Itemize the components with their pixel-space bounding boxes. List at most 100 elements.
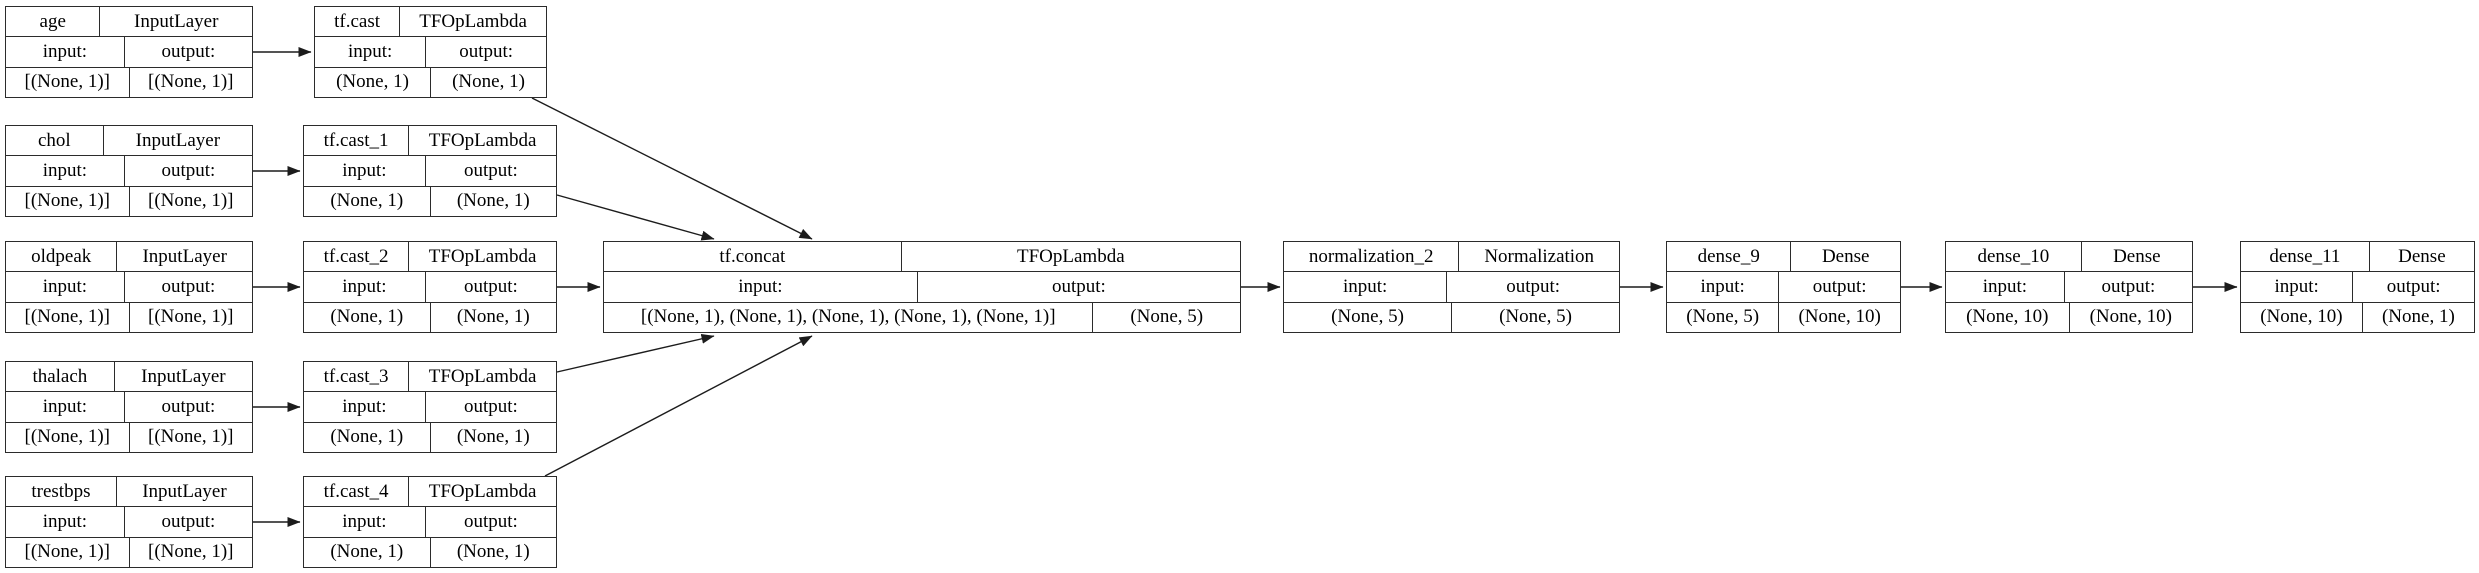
node-shape-row: [(None, 1)] [(None, 1)] [6,536,253,567]
node-shape-row: [(None, 1)] [(None, 1)] [6,66,253,97]
node-header-row: dense_9 Dense [1667,242,1900,272]
layer-name: oldpeak [31,245,92,267]
output-shape: (None, 1) [430,67,546,97]
layer-name: age [39,10,66,32]
layer-name: dense_11 [2269,245,2341,267]
node-shape-row: (None, 5) (None, 10) [1667,301,1900,332]
node-dense-11: dense_11 Dense input: output: (None, 10)… [2240,241,2475,333]
node-io-label-row: input: output: [304,155,556,186]
node-shape-row: [(None, 1), (None, 1), (None, 1), (None,… [604,301,1240,332]
layer-class: TFOpLambda [408,242,556,272]
input-label: input: [347,40,393,62]
layer-name: tf.cast_1 [323,129,389,151]
node-shape-row: (None, 1) (None, 1) [304,301,556,332]
node-shape-row: [(None, 1)] [(None, 1)] [6,421,253,452]
input-label: input: [42,159,88,181]
output-label: output: [123,156,252,186]
layer-class: InputLayer [113,362,252,392]
input-label: input: [42,40,88,62]
input-shape: (None, 5) [1331,306,1404,328]
output-label: output: [123,37,252,67]
edge-tf-cast-4-to-tf-concat [544,335,813,477]
input-label: input: [42,510,88,532]
input-label: input: [1982,275,2028,297]
input-shape: (None, 1) [330,541,404,563]
node-io-label-row: input: output: [6,155,252,186]
layer-name: thalach [32,365,88,387]
node-header-row: oldpeak InputLayer [6,242,252,272]
input-shape: [(None, 1)] [24,190,110,212]
input-shape: [(None, 1)] [24,71,110,93]
output-label: output: [424,156,556,186]
layer-class: Dense [2080,242,2192,272]
node-header-row: tf.concat TFOpLambda [604,242,1240,272]
node-tf-cast-3: tf.cast_3 TFOpLambda input: output: (Non… [303,361,557,453]
layer-name: dense_10 [1977,245,2050,267]
layer-class: Dense [1790,242,1900,272]
node-shape-row: (None, 1) (None, 1) [304,421,557,452]
node-dense-10: dense_10 Dense input: output: (None, 10)… [1945,241,2193,333]
node-header-row: tf.cast_4 TFOpLambda [304,477,556,507]
input-shape: (None, 1) [330,306,404,328]
layer-name: dense_9 [1697,245,1760,267]
node-header-row: tf.cast_1 TFOpLambda [304,126,556,156]
output-label: output: [123,392,252,422]
input-shape: [(None, 1)] [24,426,110,448]
node-shape-row: (None, 1) (None, 1) [304,536,557,567]
node-io-label-row: input: output: [1946,271,2192,302]
input-shape: (None, 10) [1966,306,2049,328]
input-shape: [(None, 1), (None, 1), (None, 1), (None,… [640,306,1056,328]
output-shape: (None, 10) [2068,302,2193,332]
output-shape: [(None, 1)] [128,422,253,452]
node-tf-cast-1: tf.cast_1 TFOpLambda input: output: (Non… [303,125,557,217]
node-shape-row: (None, 5) (None, 5) [1284,301,1619,332]
node-oldpeak: oldpeak InputLayer input: output: [(None… [5,241,253,333]
input-shape: (None, 1) [336,71,409,93]
node-header-row: normalization_2 Normalization [1284,242,1619,272]
node-header-row: tf.cast TFOpLambda [315,7,546,37]
layer-class: InputLayer [102,126,252,156]
node-header-row: tf.cast_2 TFOpLambda [304,242,556,272]
output-label: output: [2352,272,2474,302]
output-shape: (None, 1) [429,422,557,452]
output-label: output: [425,37,546,67]
output-shape: (None, 10) [1778,302,1900,332]
node-header-row: trestbps InputLayer [6,477,252,507]
node-tf-cast-2: tf.cast_2 TFOpLambda input: output: (Non… [303,241,557,333]
node-tf-cast-4: tf.cast_4 TFOpLambda input: output: (Non… [303,476,557,568]
output-shape: (None, 1) [429,537,557,567]
node-normalization-2: normalization_2 Normalization input: out… [1283,241,1620,333]
layer-class: Normalization [1458,242,1619,272]
output-label: output: [424,507,556,537]
node-io-label-row: input: output: [1284,271,1619,302]
input-shape: [(None, 1)] [24,306,110,328]
node-header-row: dense_10 Dense [1946,242,2192,272]
node-tf-concat: tf.concat TFOpLambda input: output: [(No… [603,241,1241,333]
layer-class: Dense [2368,242,2474,272]
node-io-label-row: input: output: [6,391,252,422]
edge-tf-cast-3-to-tf-concat [556,333,715,373]
node-header-row: age InputLayer [6,7,252,37]
output-shape: [(None, 1)] [128,67,253,97]
node-io-label-row: input: output: [1667,271,1900,302]
node-io-label-row: input: output: [6,506,252,537]
edge-tf-cast-to-tf-concat [531,97,813,240]
layer-name: trestbps [31,480,91,502]
output-label: output: [123,272,252,302]
output-label: output: [916,272,1240,302]
node-trestbps: trestbps InputLayer input: output: [(Non… [5,476,253,568]
layer-name: tf.cast_4 [323,480,389,502]
input-label: input: [342,275,387,297]
node-header-row: dense_11 Dense [2241,242,2474,272]
layer-class: TFOpLambda [900,242,1240,272]
layer-name: normalization_2 [1308,245,1434,267]
output-shape: [(None, 1)] [128,537,253,567]
input-label: input: [342,510,387,532]
output-shape: [(None, 1)] [128,302,253,332]
output-shape: (None, 5) [1451,302,1619,332]
node-io-label-row: input: output: [6,36,252,67]
layer-name: tf.cast_2 [323,245,389,267]
output-label: output: [1446,272,1619,302]
